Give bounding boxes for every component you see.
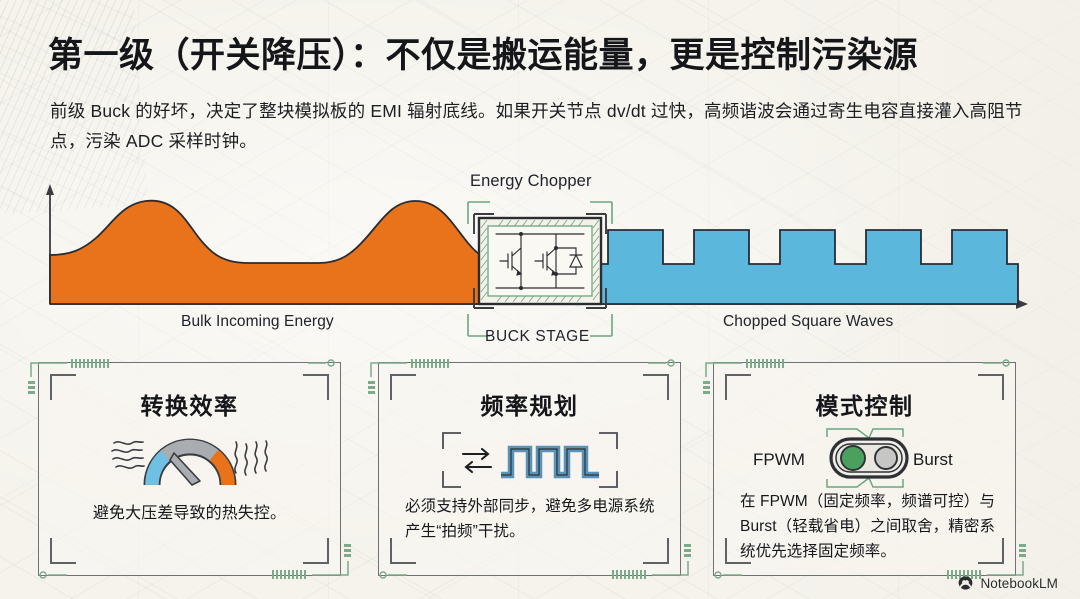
toggle-bracket-accents: [825, 428, 904, 488]
card-body-mode-control: 在 FPWM（固定频率，频谱可控）与 Burst（轻载省电）之间取舍，精密系统优…: [740, 493, 996, 560]
toggle-knob-inactive: [873, 446, 898, 470]
toggle-knob-active: [839, 445, 866, 471]
buck-stage-frame-corners: [473, 213, 607, 309]
square-wave-outline: [500, 448, 599, 476]
square-wave-sync-icon: [379, 425, 680, 495]
gauge-arc-nominal: [160, 439, 219, 462]
gauge-icon: [39, 425, 340, 495]
gauge-needle: [168, 452, 201, 486]
axis-arrow-up: [46, 184, 54, 195]
airflow-lines: [110, 440, 145, 469]
heat-lines: [233, 440, 268, 476]
chopped-square-waveform: [597, 229, 1019, 305]
notebooklm-logo-icon: [959, 576, 973, 590]
card-title-conversion-efficiency: 转换效率: [140, 393, 239, 419]
chopped-waves-caption: Chopped Square Waves: [723, 313, 894, 330]
bulk-energy-caption: Bulk Incoming Energy: [181, 313, 334, 330]
card-inner-corner-br: [303, 538, 329, 564]
card-mode-control[interactable]: 模式控制 FPWM Burst: [703, 359, 1026, 579]
energy-chopper-label: Energy Chopper: [470, 172, 592, 190]
card-body-frequency-planning: 必须支持外部同步，避免多电源系统产生“拍频”干扰。: [405, 498, 655, 540]
page-subtitle: 前级 Buck 的好坏，决定了整块模拟板的 EMI 辐射底线。如果开关节点 dv…: [50, 101, 1023, 151]
toggle-label-burst: Burst: [913, 450, 953, 469]
buck-stage-block: [467, 201, 613, 337]
card-inner-corner-bl: [50, 538, 76, 564]
buck-stage-label: BUCK STAGE: [485, 328, 590, 345]
mode-toggle-icon[interactable]: FPWM Burst: [714, 423, 1015, 493]
notebooklm-watermark-label: NotebookLM: [980, 575, 1058, 591]
card-inner-corner-bl: [725, 538, 751, 564]
page-title: 第一级（开关降压）：不仅是搬运能量，更是控制污染源: [48, 36, 919, 75]
square-wave-fill: [500, 445, 599, 479]
icon-frame-brackets: [441, 432, 618, 488]
gauge-arc-cool: [144, 449, 171, 486]
axis-arrow-right: [1016, 299, 1028, 309]
card-body-conversion-efficiency: 避免大压差导致的热失控。: [92, 505, 287, 522]
card-title-frequency-planning: 频率规划: [480, 393, 579, 419]
buck-stage-hatch: [480, 219, 600, 303]
card-inner-corner-tr: [303, 374, 329, 400]
gauge-arc-hot: [208, 449, 235, 486]
notebooklm-watermark: NotebookLM: [957, 575, 1058, 591]
bulk-energy-waveform: [49, 199, 501, 305]
card-inner-corner-tl: [390, 374, 416, 400]
card-conversion-efficiency[interactable]: 转换效率: [28, 359, 351, 579]
energy-flow-diagram: [0, 168, 1080, 343]
card-inner-corner-br: [643, 538, 669, 564]
card-inner-corner-tr: [643, 374, 669, 400]
card-inner-corner-tr: [978, 374, 1004, 400]
card-inner-corner-bl: [390, 538, 416, 564]
buck-stage-bracket: [467, 201, 613, 337]
sync-arrows: [461, 447, 492, 474]
card-frequency-planning[interactable]: 频率规划: [368, 359, 691, 579]
card-inner-corner-tl: [725, 374, 751, 400]
card-inner-corner-tl: [50, 374, 76, 400]
igbt-half-bridge-schematic: [495, 232, 585, 290]
card-title-mode-control: 模式控制: [815, 393, 914, 419]
card-inner-corner-br: [978, 538, 1004, 564]
feature-cards: 转换效率: [0, 359, 1080, 579]
toggle-label-fpwm: FPWM: [753, 450, 805, 469]
